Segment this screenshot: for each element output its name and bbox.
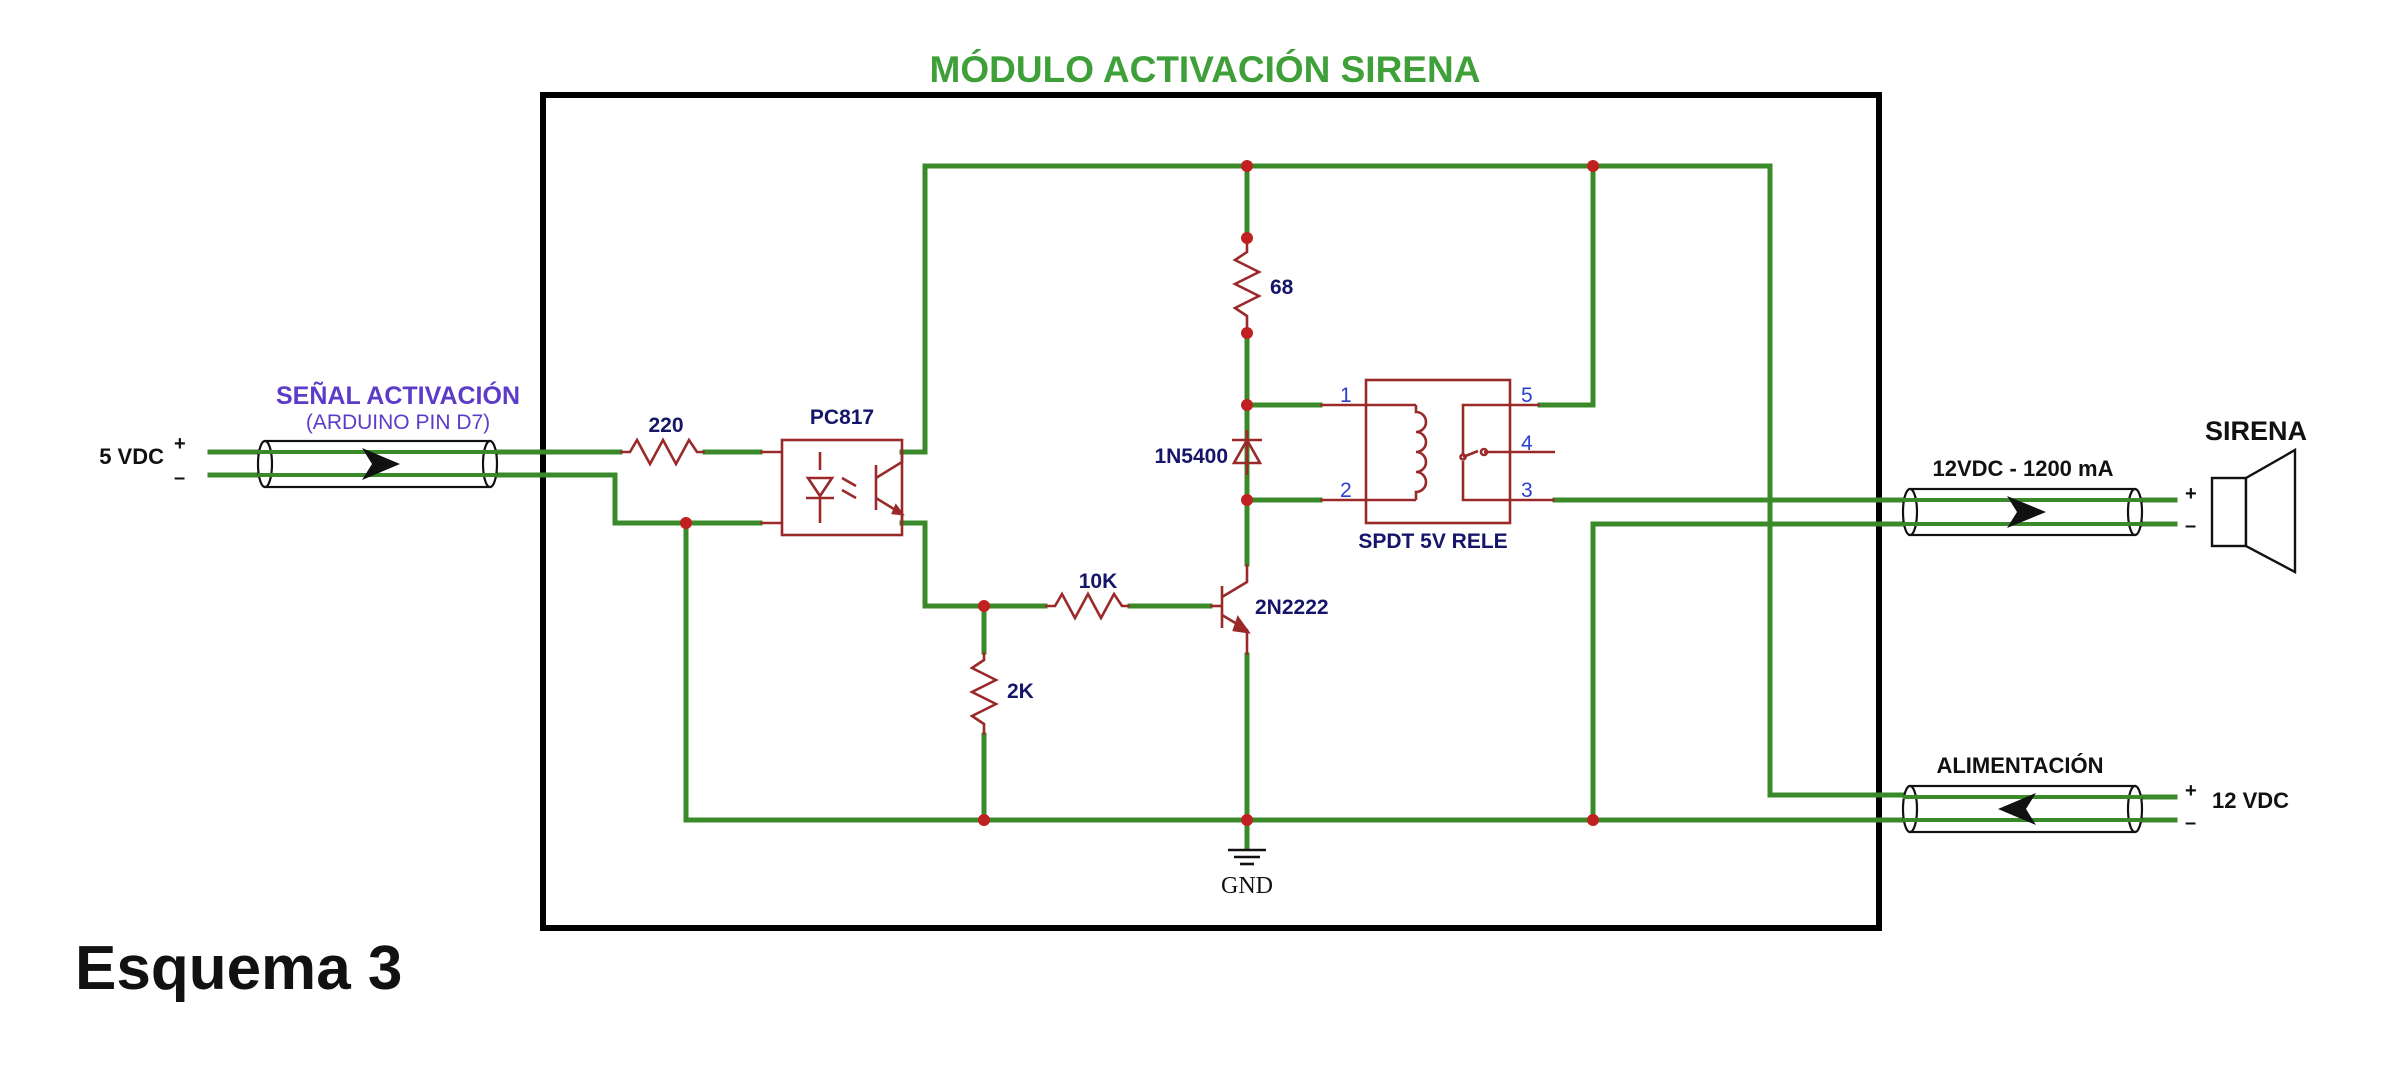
relay-pin-3: 3 [1521,479,1533,502]
resistor-220: 220 [620,414,705,467]
resistor-220-label: 220 [648,414,683,437]
power-plus-sign: + [2185,780,2197,802]
transistor-label: 2N2222 [1255,596,1329,619]
optocoupler-label: PC817 [810,406,874,429]
junction-dots [680,160,1599,826]
resistor-10k-label: 10K [1079,570,1118,593]
power-cable [1901,784,2144,834]
siren-direction-arrow [2007,496,2046,528]
ground-symbol: GND [1221,848,1273,899]
resistor-2k: 2K [969,652,1034,735]
power-voltage-label: 12 VDC [2212,788,2289,813]
module-frame [540,92,1882,931]
relay-pin-5: 5 [1521,384,1533,407]
diagram-title: MÓDULO ACTIVACIÓN SIRENA [930,48,1481,90]
section-heading: Esquema 3 [75,934,403,1003]
siren-speaker-icon [2210,447,2297,574]
relay-pin-4: 4 [1521,432,1533,455]
siren-cable [1901,487,2144,537]
power-label: ALIMENTACIÓN [1936,753,2103,778]
power-direction-arrow [1998,793,2036,825]
resistor-2k-label: 2K [1007,680,1034,703]
optocoupler-pc817: PC817 [760,406,905,537]
input-direction-arrow [362,448,400,480]
input-minus-sign: – [174,467,185,489]
resistor-68: 68 [1232,238,1294,333]
input-signal-subtitle: (ARDUINO PIN D7) [306,411,490,434]
siren-label: SIRENA [2205,416,2307,446]
siren-minus-sign: – [2185,515,2196,537]
resistor-68-label: 68 [1270,276,1294,299]
transistor-2n2222: 2N2222 [1210,564,1329,655]
schematic-diagram: MÓDULO ACTIVACIÓN SIRENA [99,48,2307,931]
input-plus-sign: + [174,433,186,455]
relay-label: SPDT 5V RELE [1358,530,1507,553]
power-minus-sign: – [2185,812,2196,834]
resistor-10k: 10K [1045,570,1130,621]
diode-1n5400: 1N5400 [1154,430,1263,475]
relay-pin-1: 1 [1340,384,1352,407]
input-voltage-label: 5 VDC [99,444,164,469]
relay-spdt: SPDT 5V RELE 1 2 3 4 5 [1320,378,1555,553]
input-cable [256,439,499,489]
siren-cable-label: 12VDC - 1200 mA [1933,456,2114,481]
ground-label: GND [1221,873,1273,899]
diode-label: 1N5400 [1154,445,1228,468]
input-signal-title: SEÑAL ACTIVACIÓN [276,380,520,410]
relay-pin-2: 2 [1340,479,1352,502]
siren-plus-sign: + [2185,483,2197,505]
